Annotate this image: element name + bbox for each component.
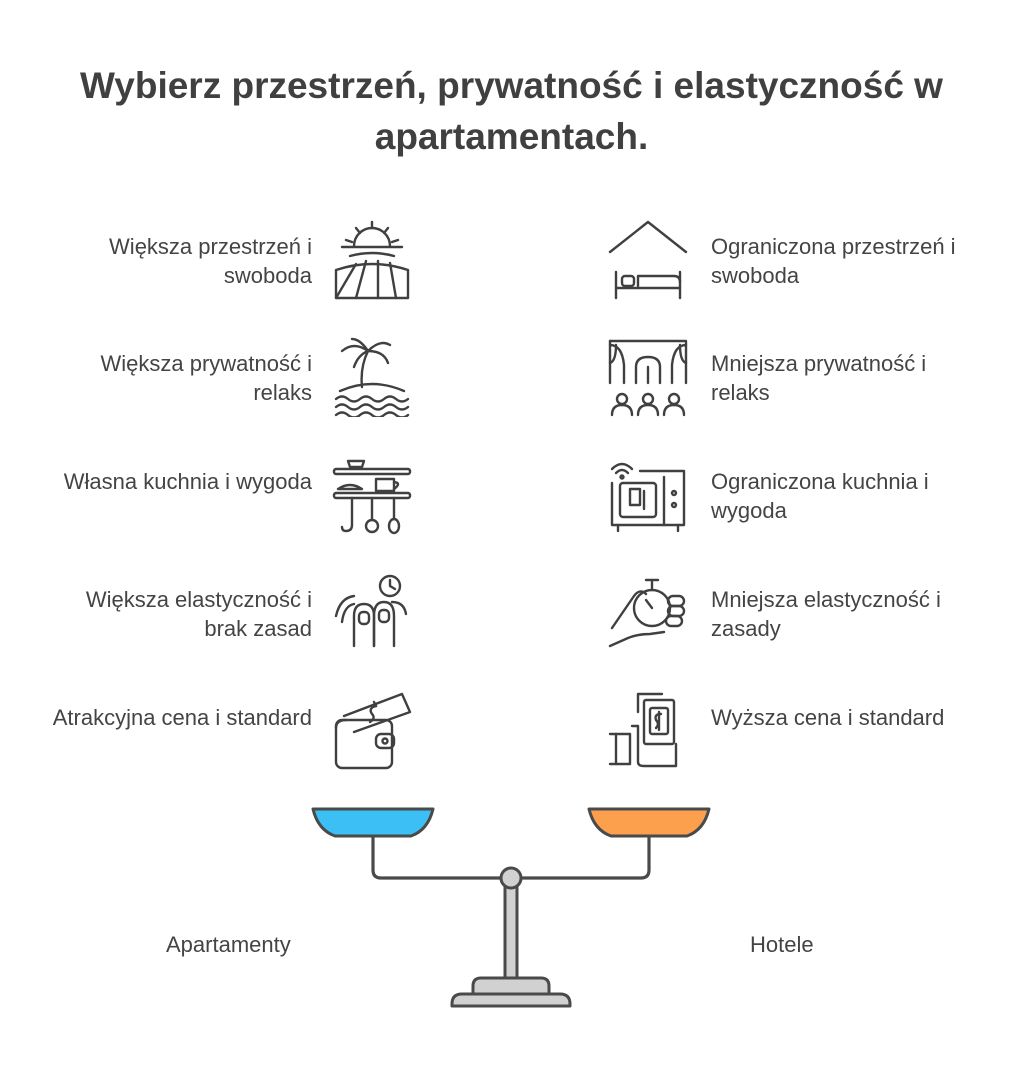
left-item-label-5: Atrakcyjna cena i standard xyxy=(52,705,312,730)
left-item-label-4: Większa elastyczność i brak zasad xyxy=(85,587,312,641)
right-item-label-5: Wyższa cena i standard xyxy=(711,705,945,730)
palm-island-icon xyxy=(332,337,412,417)
left-item-label-3: Własna kuchnia i wygoda xyxy=(63,469,312,494)
left-item-label-2: Większa prywatność i relaks xyxy=(100,351,312,405)
wallet-cash-icon xyxy=(332,690,412,770)
microwave-icon xyxy=(608,455,688,535)
scale-pole xyxy=(503,876,519,982)
left-pan-label: Apartamenty xyxy=(166,932,291,957)
left-pan xyxy=(311,807,435,838)
kitchen-shelf-icon xyxy=(332,455,412,535)
scale-pivot xyxy=(499,866,523,890)
right-item-label-4: Mniejsza elastyczność i zasady xyxy=(711,587,941,641)
sun-field-icon xyxy=(332,220,412,300)
theater-audience-icon xyxy=(608,337,688,417)
fingers-clock-icon xyxy=(332,572,412,652)
hand-stopwatch-icon xyxy=(608,572,688,652)
house-bed-icon xyxy=(608,220,688,300)
right-pan xyxy=(587,807,711,838)
scale-base xyxy=(450,992,572,1008)
right-item-label-2: Mniejsza prywatność i relaks xyxy=(711,351,927,405)
scale-base-top xyxy=(471,976,551,994)
right-item-label-1: Ograniczona przestrzeń i swoboda xyxy=(711,234,956,288)
page-title: Wybierz przestrzeń, prywatność i elastyc… xyxy=(80,65,943,157)
right-pan-label: Hotele xyxy=(750,932,814,957)
right-item-label-3: Ograniczona kuchnia i wygoda xyxy=(711,469,929,523)
balance-scale xyxy=(0,790,1023,1020)
left-item-label-1: Większa przestrzeń i swoboda xyxy=(109,234,312,288)
hand-money-icon xyxy=(608,690,688,770)
